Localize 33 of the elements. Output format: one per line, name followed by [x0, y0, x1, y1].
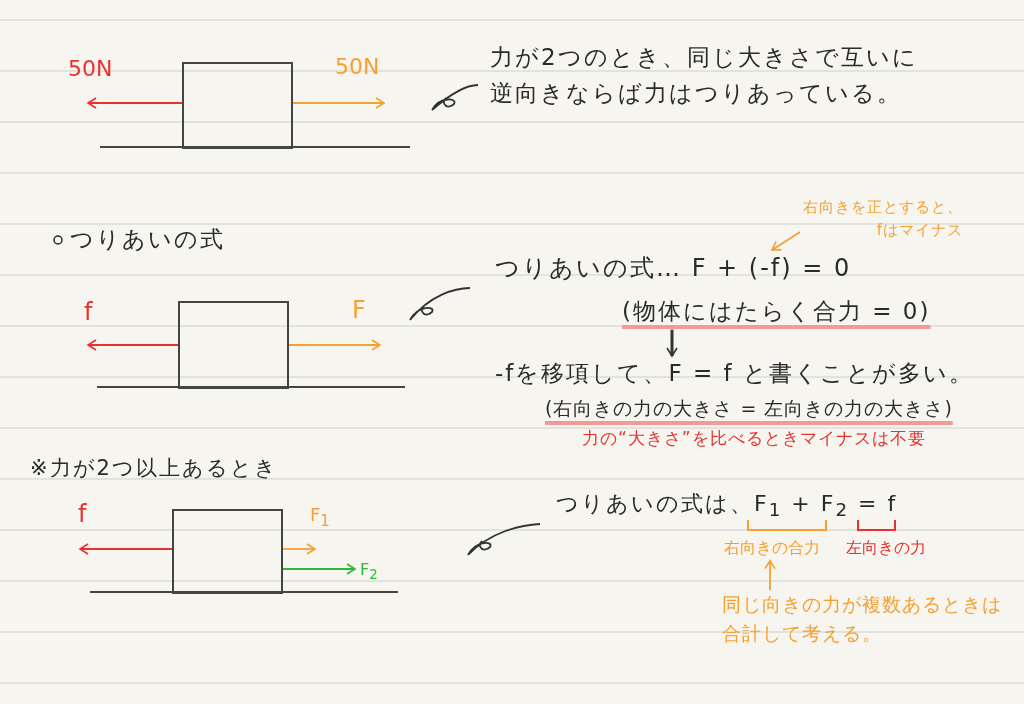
annotation-text: 左向きの力 — [846, 537, 926, 559]
annotation-text: 右向きの合力 — [724, 536, 834, 561]
arrow — [282, 543, 316, 555]
force-label: f — [78, 500, 87, 529]
force-label: F$_{2}$ — [360, 560, 378, 584]
equation-text: つりあいの式は、F$_{1}$ + F$_{2}$ = f — [556, 487, 916, 525]
note-text: 力が2つのとき、同じ大きさで互いに逆向きならば力はつりあっている。 — [490, 40, 940, 112]
arrow — [764, 559, 776, 591]
arrow — [288, 339, 381, 351]
force-label: F — [352, 296, 366, 325]
equation-text: (物体にはたらく合力 = 0) — [622, 294, 942, 330]
force-label: f — [84, 298, 93, 327]
arrow — [79, 543, 173, 555]
arrow — [87, 97, 183, 109]
equation-text: (右向きの力の大きさ = 左向きの力の大きさ) — [545, 396, 953, 421]
annotation-text: 同じ向きの力が複数あるときは合計して考える。 — [722, 590, 1014, 649]
arrow — [87, 339, 179, 351]
block — [172, 509, 283, 594]
arrow — [666, 329, 678, 357]
block — [178, 301, 289, 389]
arrow — [282, 563, 356, 575]
arrow — [771, 231, 801, 251]
annotation-text: 右向きを正とすると、fはマイナス — [800, 196, 963, 243]
force-label: F$_{1}$ — [310, 504, 330, 530]
block — [182, 62, 293, 149]
arrow — [292, 97, 385, 109]
section-heading: つりあいの式 — [70, 225, 225, 254]
equation-text: つりあいの式… F + (-f) = 0 — [495, 250, 975, 288]
force-label: 50N — [335, 54, 380, 81]
force-label: 50N — [68, 56, 113, 83]
section-heading: ※力が2つ以上あるとき — [30, 455, 278, 482]
note-text: 力の“大きさ”を比べるときマイナスは不要 — [582, 427, 926, 450]
equation-text: -fを移項して、F = f と書くことが多い。 — [495, 356, 975, 392]
